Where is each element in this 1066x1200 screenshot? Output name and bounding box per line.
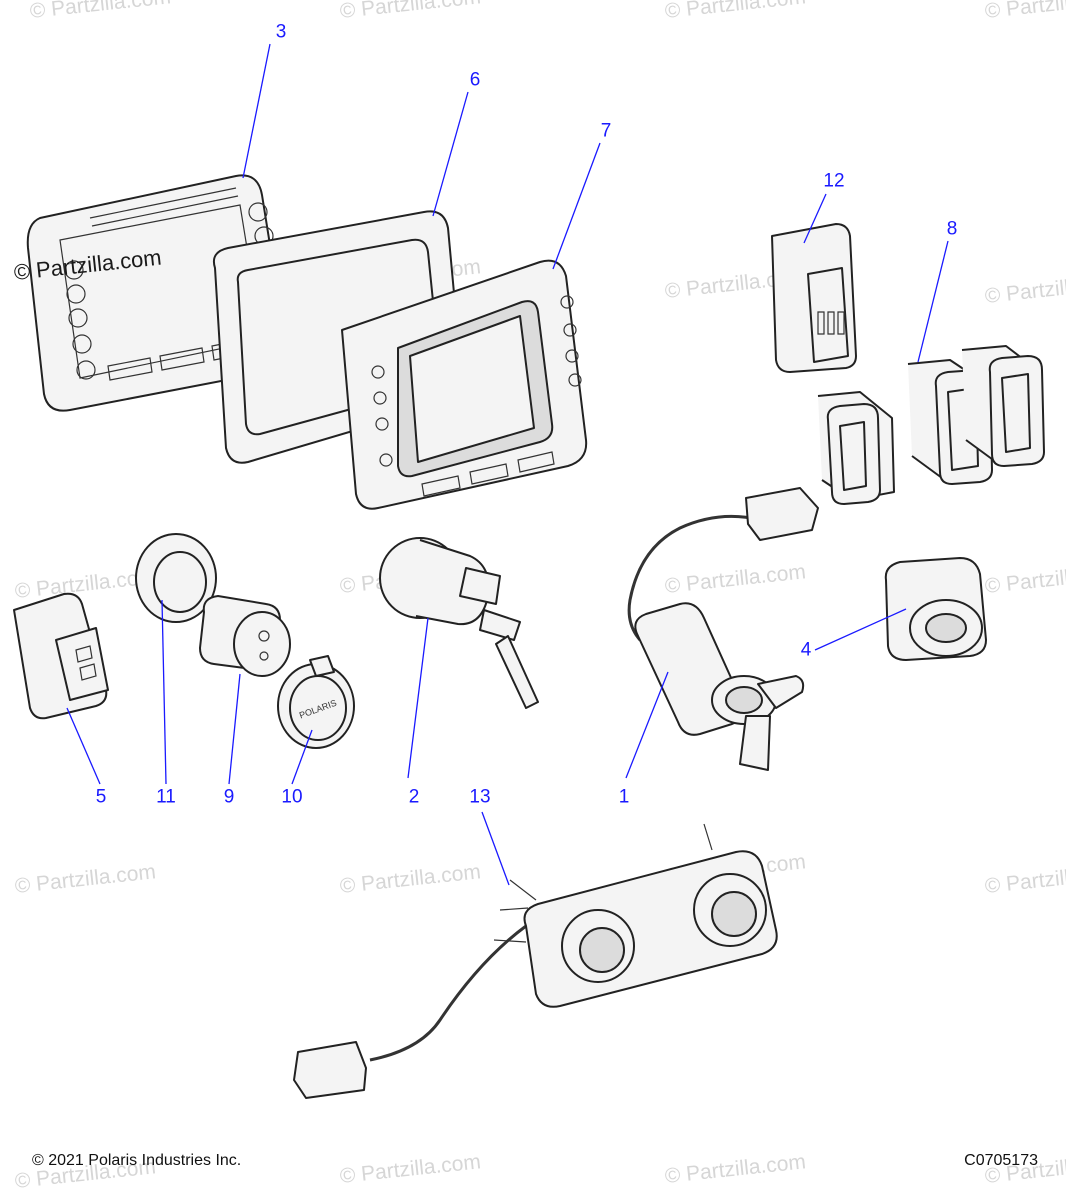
callout-4: 4 xyxy=(800,639,812,661)
callout-12: 12 xyxy=(823,170,845,192)
leader-lines xyxy=(66,43,949,886)
switch-bezel-part xyxy=(817,345,1045,505)
callout-13: 13 xyxy=(469,786,491,808)
callout-3: 3 xyxy=(275,21,287,43)
callout-9: 9 xyxy=(223,786,235,808)
callout-2: 2 xyxy=(408,786,420,808)
callout-8: 8 xyxy=(946,218,958,240)
rocker-switch-part xyxy=(771,223,857,373)
diagram-code: C0705173 xyxy=(964,1152,1038,1169)
callout-6: 6 xyxy=(469,69,481,91)
callout-11: 11 xyxy=(156,786,176,808)
retaining-nut-part xyxy=(135,533,217,623)
socket-part xyxy=(884,557,987,661)
usb-socket-part xyxy=(199,595,291,677)
callout-5: 5 xyxy=(95,786,107,808)
bezel-frame-part xyxy=(341,259,588,510)
ignition-switch-part xyxy=(379,537,539,709)
copyright-text: © 2021 Polaris Industries Inc. xyxy=(32,1152,242,1169)
small-rocker-part xyxy=(13,592,109,720)
knob-control-panel-part xyxy=(293,823,778,1099)
callout-1: 1 xyxy=(618,786,630,808)
power-outlet-harness-part xyxy=(627,487,819,771)
callout-7: 7 xyxy=(600,120,612,142)
callout-10: 10 xyxy=(281,786,303,808)
usb-cap-part: POLARIS xyxy=(277,655,355,749)
